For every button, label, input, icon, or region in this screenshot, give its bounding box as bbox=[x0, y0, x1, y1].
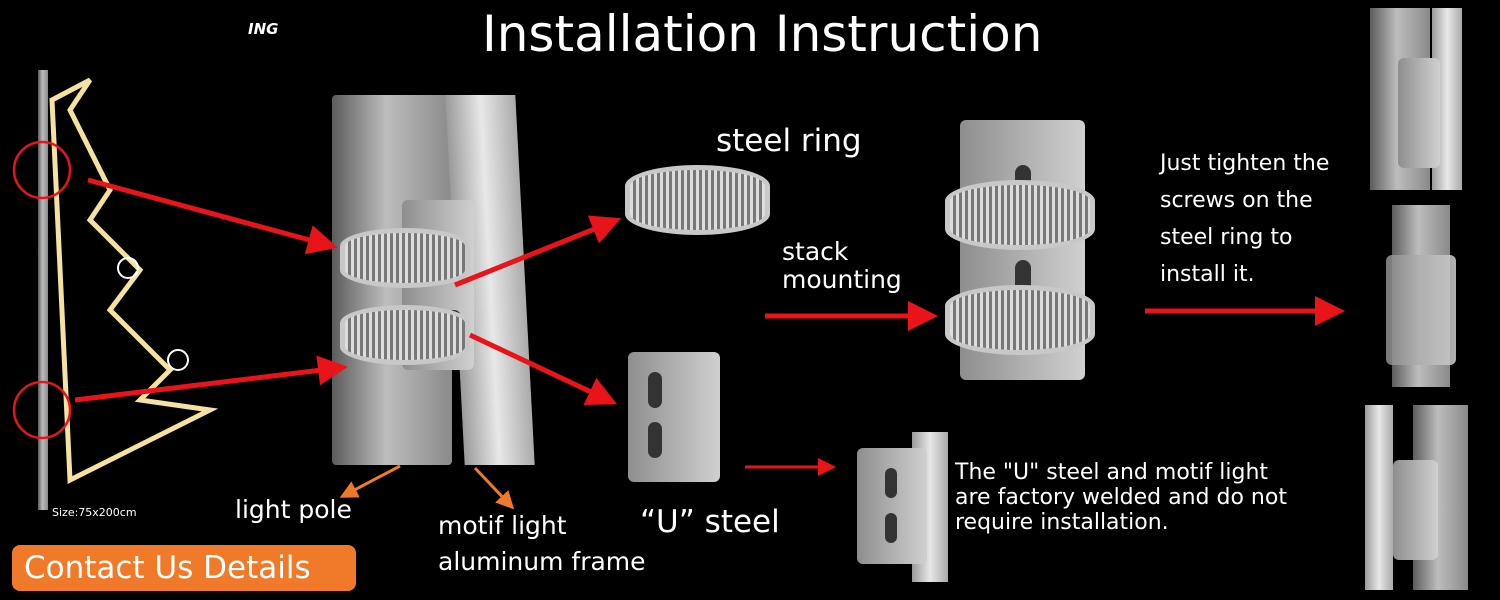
label-u-steel: “U” steel bbox=[640, 504, 780, 540]
brand-logo: ING bbox=[248, 20, 279, 38]
highlight-circle-bottom bbox=[12, 380, 72, 440]
arrow-top-to-pole bbox=[87, 177, 338, 255]
label-stack-mounting-1: stack bbox=[782, 237, 849, 266]
instruction-tighten: Just tighten the screws on the steel rin… bbox=[1160, 151, 1330, 287]
arrow-light-pole-label bbox=[339, 464, 401, 498]
u-steel-image bbox=[628, 352, 720, 482]
highlight-circle-top bbox=[12, 140, 72, 200]
welded-u-steel-image bbox=[857, 448, 927, 564]
page-title: Installation Instruction bbox=[482, 5, 1043, 63]
steel-ring-image bbox=[625, 165, 770, 235]
label-light-pole: light pole bbox=[235, 495, 352, 524]
result-image-2 bbox=[1380, 205, 1465, 387]
contact-us-button[interactable]: Contact Us Details bbox=[12, 545, 356, 591]
label-motif-frame-2: aluminum frame bbox=[438, 547, 646, 576]
label-steel-ring: steel ring bbox=[716, 123, 862, 159]
steel-ring-on-pole-2 bbox=[340, 305, 470, 365]
arrow-to-u-steel bbox=[468, 332, 618, 406]
product-image-tree-motif bbox=[30, 70, 220, 510]
stacked-ring-1 bbox=[945, 180, 1095, 250]
result-image-3 bbox=[1365, 405, 1470, 590]
instruction-welded: The "U" steel and motif light are factor… bbox=[955, 460, 1287, 535]
tree-outline bbox=[49, 77, 219, 484]
stacked-ring-2 bbox=[945, 285, 1095, 355]
arrow-bottom-to-pole bbox=[74, 355, 348, 403]
product-size: Size:75x200cm bbox=[52, 506, 137, 519]
label-stack-mounting-2: mounting bbox=[782, 265, 902, 294]
label-motif-frame-1: motif light bbox=[438, 511, 567, 540]
steel-ring-on-pole-1 bbox=[340, 228, 470, 288]
result-image-1 bbox=[1370, 8, 1475, 190]
arrow-frame-label bbox=[473, 466, 515, 510]
arrow-to-steel-ring bbox=[454, 215, 622, 288]
